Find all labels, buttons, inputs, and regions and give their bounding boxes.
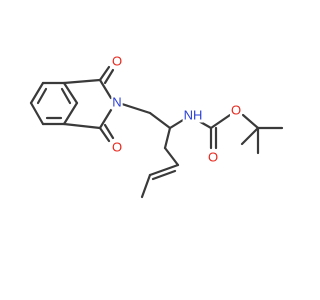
oxygen-carbonyl-label: O: [208, 150, 218, 165]
oxygen-upper-label-background: [110, 53, 124, 69]
nitrogen-imide-label: N: [112, 95, 121, 110]
molecule-structure: O O N NH O O: [29, 53, 284, 199]
oxygen-carbonyl-label-background: [206, 149, 220, 165]
atom-labels: O O N NH O O: [110, 53, 243, 165]
oxygen-upper-label: O: [112, 54, 122, 69]
oxygen-lower-label: O: [112, 140, 122, 155]
alkyl-chain: [120, 102, 185, 199]
nh-label-background: [182, 107, 204, 123]
benzene-ring: [29, 81, 79, 126]
oxygen-ester-label: O: [231, 103, 241, 118]
oxygen-lower-label-background: [110, 139, 124, 155]
nh-label: NH: [184, 108, 203, 123]
oxygen-ester-label-background: [229, 102, 243, 118]
nitrogen-imide-label-background: [111, 94, 123, 110]
imide-ring: [62, 65, 115, 143]
boc-group: [195, 113, 284, 155]
